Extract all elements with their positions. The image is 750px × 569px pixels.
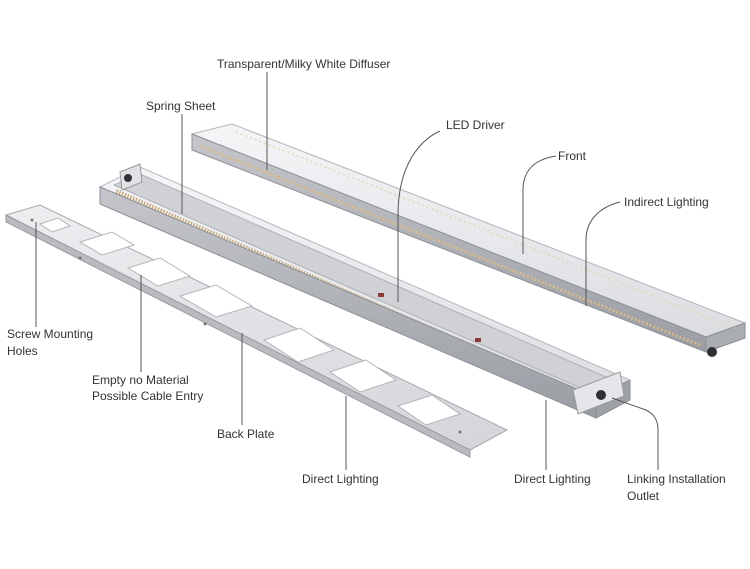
label-direct-lighting-left: Direct Lighting (302, 472, 379, 486)
diffuser-housing (190, 123, 747, 357)
label-direct-lighting-right: Direct Lighting (514, 472, 591, 486)
back-plate (4, 204, 509, 458)
leader-indirect-lighting (585, 201, 621, 306)
leader-lines (35, 72, 659, 470)
leader-linking (611, 397, 659, 470)
label-empty-material-2: Possible Cable Entry (92, 389, 204, 403)
label-linking-2: Outlet (627, 489, 660, 503)
label-back-plate: Back Plate (217, 427, 275, 441)
label-indirect-lighting: Indirect Lighting (624, 195, 709, 209)
led-channel (98, 163, 632, 419)
label-empty-material-1: Empty no Material (92, 373, 189, 387)
label-linking-1: Linking Installation (627, 472, 726, 486)
label-led-driver: LED Driver (446, 118, 505, 132)
label-screw-mounting-1: Screw Mounting (7, 327, 94, 341)
leader-led-driver (397, 130, 441, 302)
label-screw-mounting-2: Holes (7, 344, 38, 358)
label-diffuser: Transparent/Milky White Diffuser (217, 57, 391, 71)
label-spring-sheet: Spring Sheet (146, 99, 216, 113)
leader-front (522, 155, 557, 254)
label-front: Front (558, 149, 587, 163)
